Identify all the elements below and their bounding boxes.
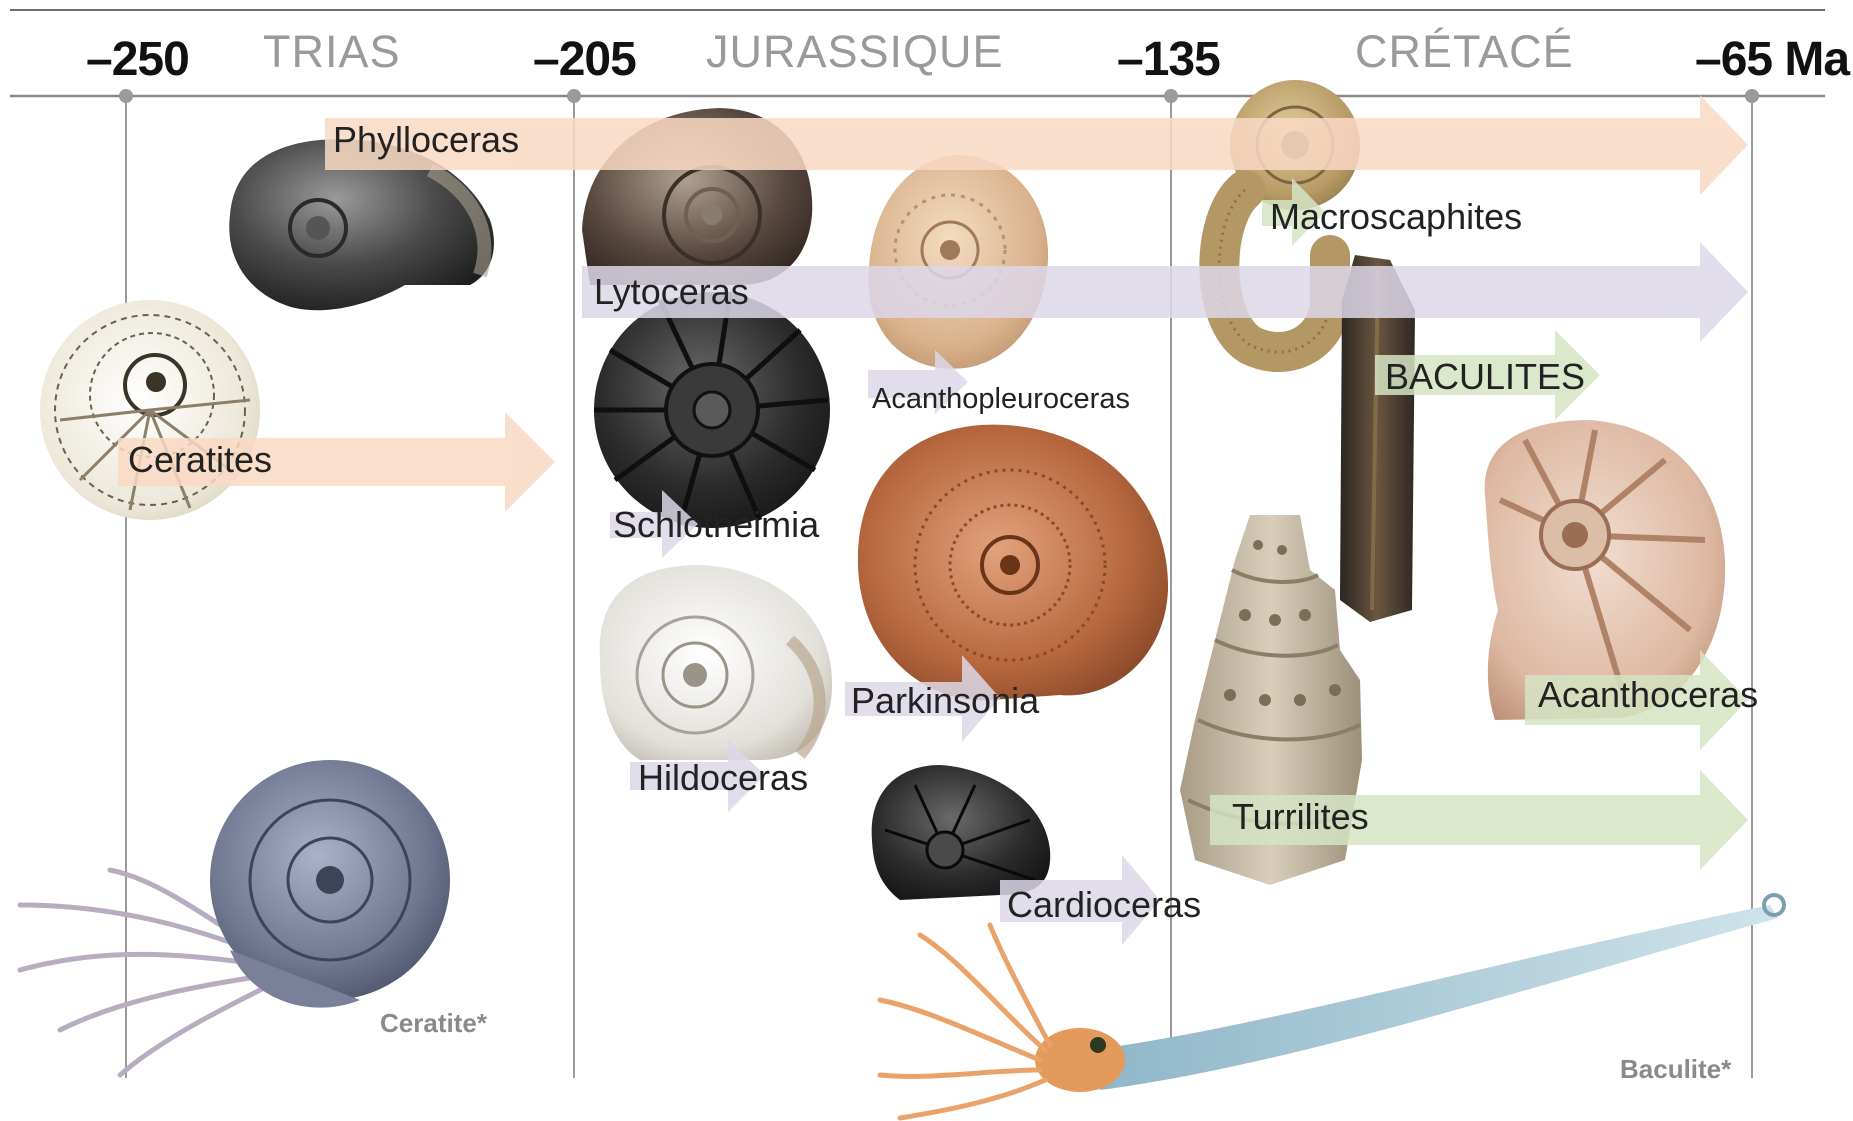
genus-label-phylloceras: Phylloceras — [333, 119, 519, 161]
period-cretace: CRÉTACÉ — [1355, 26, 1574, 78]
genus-label-cardioceras: Cardioceras — [1007, 884, 1201, 926]
tick-label-65: –65 Ma — [1695, 32, 1849, 87]
period-jurassique: JURASSIQUE — [706, 26, 1004, 78]
arrow-lytoceras — [582, 242, 1748, 342]
genus-label-acanthopleuroceras: Acanthopleuroceras — [872, 383, 1130, 416]
genus-label-lytoceras: Lytoceras — [594, 271, 749, 313]
tick-label-205: –205 — [533, 32, 636, 87]
genus-label-ceratites: Ceratites — [128, 439, 272, 481]
arrow-phylloceras — [325, 95, 1748, 195]
genus-label-baculites: BACULITES — [1385, 356, 1585, 398]
credit-baculite: Baculite* — [1620, 1054, 1731, 1085]
tick-label-135: –135 — [1117, 32, 1220, 87]
genus-label-schlotheimia: Schlotheimia — [613, 504, 819, 546]
genus-label-parkinsonia: Parkinsonia — [851, 680, 1039, 722]
period-trias: TRIAS — [263, 26, 401, 78]
genus-label-turrilites: Turrilites — [1232, 796, 1369, 838]
genus-label-macroscaphites: Macroscaphites — [1270, 196, 1522, 238]
genus-label-acanthoceras: Acanthoceras — [1538, 674, 1758, 716]
tick-label-250: –250 — [86, 32, 189, 87]
genus-label-hildoceras: Hildoceras — [638, 757, 808, 799]
credit-ceratite: Ceratite* — [380, 1008, 487, 1039]
